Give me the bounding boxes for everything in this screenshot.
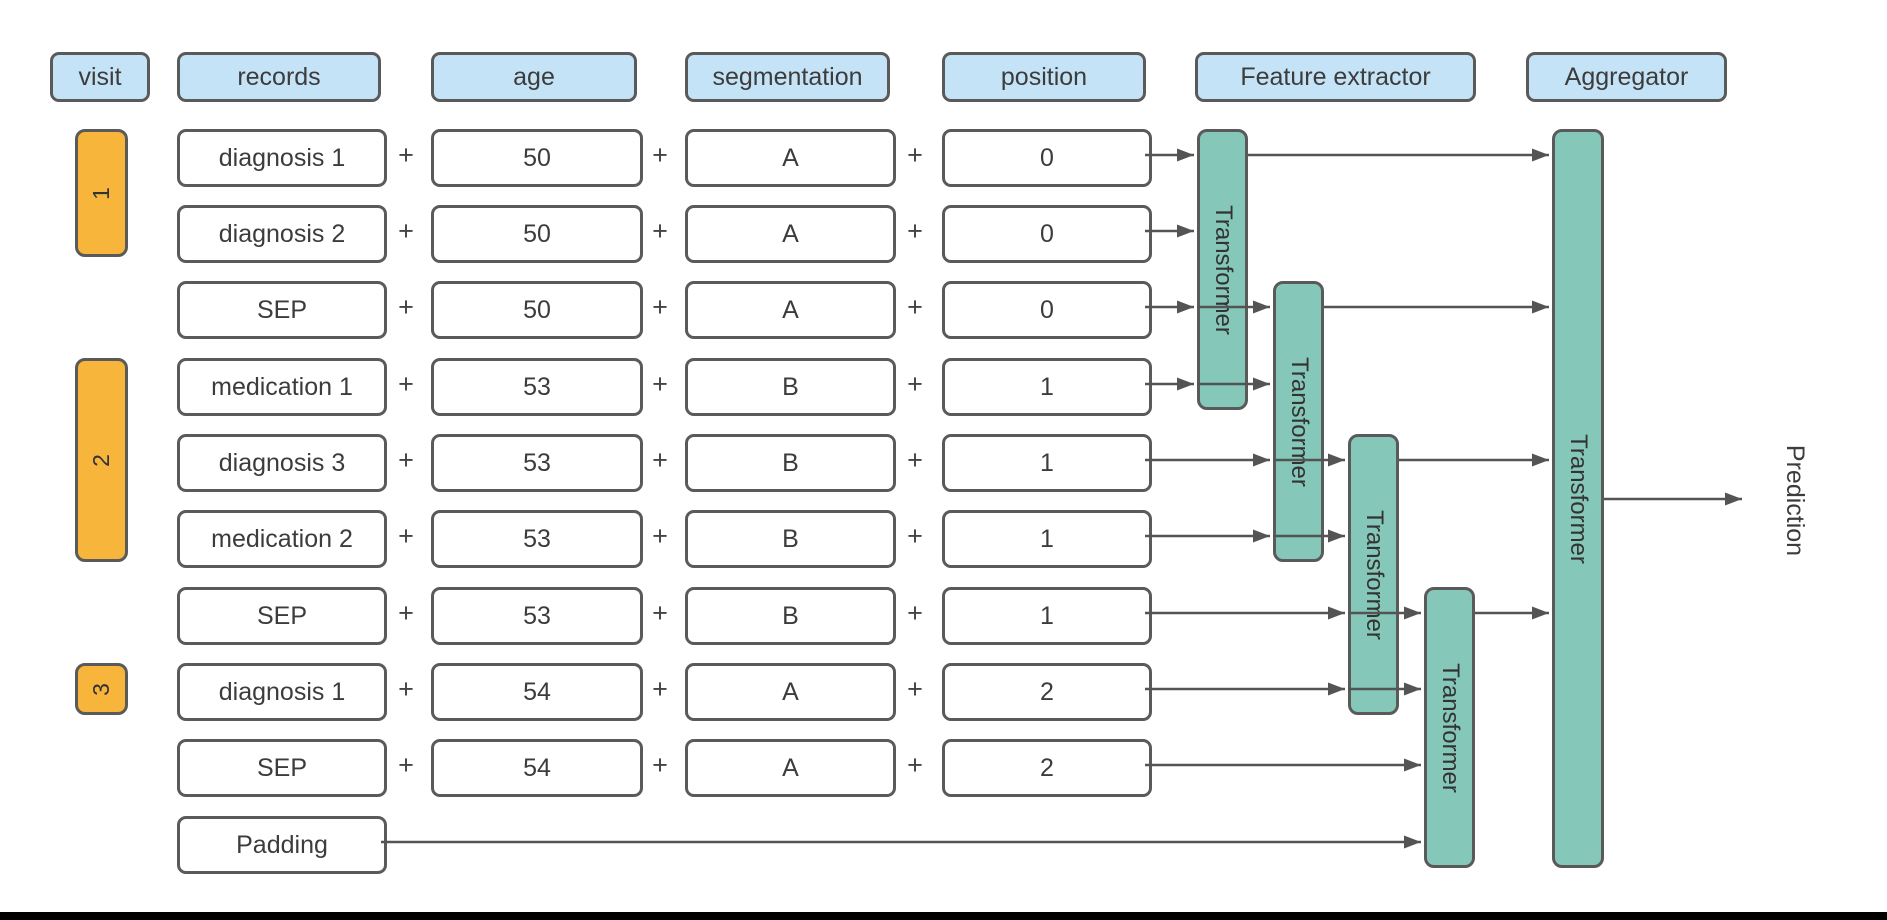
plus-icon: +	[398, 368, 414, 399]
record-box: diagnosis 2	[177, 205, 387, 263]
transformer-box-1: Transformer	[1197, 129, 1248, 410]
plus-icon: +	[907, 673, 923, 704]
transformer-box-3: Transformer	[1348, 434, 1399, 715]
age-box: 50	[431, 205, 643, 263]
position-box: 0	[942, 281, 1152, 339]
record-box: diagnosis 1	[177, 663, 387, 721]
plus-icon: +	[907, 291, 923, 322]
segmentation-box: A	[685, 739, 896, 797]
plus-icon: +	[398, 597, 414, 628]
visit-box-3: 3	[75, 663, 128, 715]
segmentation-box: A	[685, 205, 896, 263]
segmentation-box: B	[685, 587, 896, 645]
plus-icon: +	[652, 291, 668, 322]
transformer-label: Transformer	[1436, 662, 1464, 793]
plus-icon: +	[652, 520, 668, 551]
age-box: 54	[431, 663, 643, 721]
record-box: SEP	[177, 281, 387, 339]
header-aggregator: Aggregator	[1526, 52, 1727, 102]
plus-icon: +	[652, 444, 668, 475]
prediction-label: Prediction	[1781, 444, 1810, 556]
header-feature-extractor: Feature extractor	[1195, 52, 1476, 102]
position-box: 2	[942, 663, 1152, 721]
segmentation-box: A	[685, 663, 896, 721]
plus-icon: +	[398, 215, 414, 246]
plus-icon: +	[652, 215, 668, 246]
aggregator-transformer-box: Transformer	[1552, 129, 1604, 868]
record-box: diagnosis 1	[177, 129, 387, 187]
visit-box-1: 1	[75, 129, 128, 257]
token-row: diagnosis 3 + 53 + B + 1	[0, 434, 1887, 492]
record-box: diagnosis 3	[177, 434, 387, 492]
token-row: medication 1 + 53 + B + 1	[0, 358, 1887, 416]
position-box: 1	[942, 434, 1152, 492]
age-box: 50	[431, 129, 643, 187]
position-box: 0	[942, 205, 1152, 263]
segmentation-box: B	[685, 434, 896, 492]
position-box: 1	[942, 358, 1152, 416]
visit-box-2: 2	[75, 358, 128, 562]
footer-bar	[0, 912, 1887, 920]
token-row: SEP + 54 + A + 2	[0, 739, 1887, 797]
plus-icon: +	[907, 215, 923, 246]
transformer-box-4: Transformer	[1424, 587, 1475, 868]
transformer-label: Transformer	[1285, 356, 1313, 487]
plus-icon: +	[652, 139, 668, 170]
header-position: position	[942, 52, 1146, 102]
segmentation-box: B	[685, 358, 896, 416]
visit-label: 1	[87, 186, 114, 200]
plus-icon: +	[652, 597, 668, 628]
header-visit: visit	[50, 52, 150, 102]
plus-icon: +	[907, 139, 923, 170]
record-box: SEP	[177, 587, 387, 645]
age-box: 53	[431, 510, 643, 568]
record-box: Padding	[177, 816, 387, 874]
token-row: diagnosis 1 + 54 + A + 2	[0, 663, 1887, 721]
position-box: 1	[942, 587, 1152, 645]
age-box: 50	[431, 281, 643, 339]
token-row: diagnosis 1 + 50 + A + 0	[0, 129, 1887, 187]
age-box: 53	[431, 587, 643, 645]
token-row: SEP + 50 + A + 0	[0, 281, 1887, 339]
position-box: 2	[942, 739, 1152, 797]
record-box: medication 2	[177, 510, 387, 568]
header-records: records	[177, 52, 381, 102]
header-segmentation: segmentation	[685, 52, 890, 102]
token-row: diagnosis 2 + 50 + A + 0	[0, 205, 1887, 263]
plus-icon: +	[398, 291, 414, 322]
plus-icon: +	[652, 673, 668, 704]
plus-icon: +	[398, 673, 414, 704]
record-box: SEP	[177, 739, 387, 797]
plus-icon: +	[907, 749, 923, 780]
plus-icon: +	[652, 368, 668, 399]
position-box: 1	[942, 510, 1152, 568]
header-age: age	[431, 52, 637, 102]
plus-icon: +	[398, 520, 414, 551]
token-row: medication 2 + 53 + B + 1	[0, 510, 1887, 568]
segmentation-box: A	[685, 281, 896, 339]
segmentation-box: A	[685, 129, 896, 187]
plus-icon: +	[907, 368, 923, 399]
plus-icon: +	[907, 520, 923, 551]
plus-icon: +	[907, 444, 923, 475]
segmentation-box: B	[685, 510, 896, 568]
token-row: Padding	[0, 816, 1887, 874]
transformer-box-2: Transformer	[1273, 281, 1324, 562]
transformer-label: Transformer	[1360, 509, 1388, 640]
position-box: 0	[942, 129, 1152, 187]
token-row: SEP + 53 + B + 1	[0, 587, 1887, 645]
plus-icon: +	[398, 139, 414, 170]
record-box: medication 1	[177, 358, 387, 416]
plus-icon: +	[652, 749, 668, 780]
plus-icon: +	[398, 749, 414, 780]
transformer-label: Transformer	[1565, 433, 1593, 564]
age-box: 53	[431, 434, 643, 492]
age-box: 53	[431, 358, 643, 416]
plus-icon: +	[907, 597, 923, 628]
plus-icon: +	[398, 444, 414, 475]
age-box: 54	[431, 739, 643, 797]
transformer-label: Transformer	[1209, 204, 1237, 335]
